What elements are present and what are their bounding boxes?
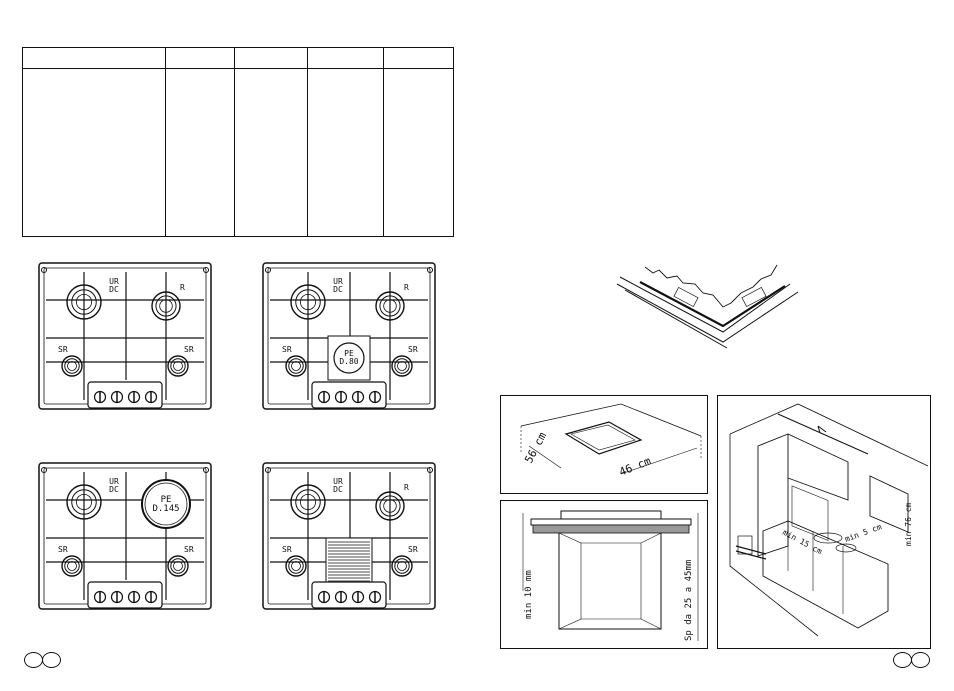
control-knob [93,390,107,404]
section-drawing: min 10 mm Sp da 25 a 45mm [522,510,699,641]
burner-top-right [151,291,181,321]
table-header-cell [165,47,235,69]
burner-top-left [66,284,102,320]
cutout-drawing: 56 cm 46 cm [520,403,702,479]
burner-label-top-right: R [180,283,185,292]
control-knob [127,590,141,604]
burner-label-bottom-left: SR [282,545,292,554]
table-cell [234,68,308,237]
cutout-panel: 56 cm 46 cm [500,395,708,494]
table-cell [383,68,454,237]
burner-bottom-left [285,555,307,577]
seal-illustration [616,264,799,349]
burner-label-bottom-right: SR [408,345,418,354]
burner-top-left [290,484,326,520]
control-knob [351,390,365,404]
control-knob [368,590,382,604]
control-knob [144,390,158,404]
top-clearance-label: min 76 cm [904,502,913,546]
burner-bottom-right [167,555,189,577]
control-knob [334,390,348,404]
table-cell [165,68,235,237]
control-knob [93,590,107,604]
burner-top-left [66,484,102,520]
burner-label-bottom-left: SR [58,345,68,354]
burner-bottom-right [391,555,413,577]
kitchen-drawing: min 15 cm min 5 cm min 76 cm [729,403,929,637]
burner-bottom-left [61,355,83,377]
control-knob [110,590,124,604]
table-header-cell [383,47,454,69]
side-clearance-label: min 15 cm [781,528,824,556]
specification-table [22,47,454,237]
min-depth-label: min 10 mm [524,570,534,619]
page-badge-right [893,652,930,668]
table-header-cell [22,47,166,69]
thickness-label: Sp da 25 a 45mm [684,560,694,641]
burner-bottom-right [167,355,189,377]
cutout-width-label: 56 cm [522,430,549,466]
section-panel: min 10 mm Sp da 25 a 45mm [500,500,708,649]
control-knob [351,590,365,604]
page-badge-left [24,652,61,668]
burner-label-bottom-right: SR [408,545,418,554]
table-cell [307,68,384,237]
burner-top-right [375,491,405,521]
burner-label-bottom-left: SR [282,345,292,354]
cutout-depth-label: 46 cm [617,454,653,479]
burner-top-left [290,284,326,320]
control-knob [317,590,331,604]
table-header-cell [234,47,308,69]
burner-label-bottom-left: SR [58,545,68,554]
burner-label-top-right: R [404,283,409,292]
control-knob [334,590,348,604]
burner-bottom-right [391,355,413,377]
side-clearance-label-2: min 5 cm [844,522,883,544]
table-header-cell [307,47,384,69]
table-cell [22,68,166,237]
burner-label-bottom-right: SR [184,345,194,354]
burner-top-right [375,291,405,321]
control-knob [110,390,124,404]
burner-label-bottom-right: SR [184,545,194,554]
kitchen-panel: min 15 cm min 5 cm min 76 cm [717,395,931,649]
burner-label-top-right: R [404,483,409,492]
control-knob [144,590,158,604]
burner-bottom-left [61,555,83,577]
burner-bottom-left [285,355,307,377]
control-knob [127,390,141,404]
control-knob [317,390,331,404]
control-knob [368,390,382,404]
